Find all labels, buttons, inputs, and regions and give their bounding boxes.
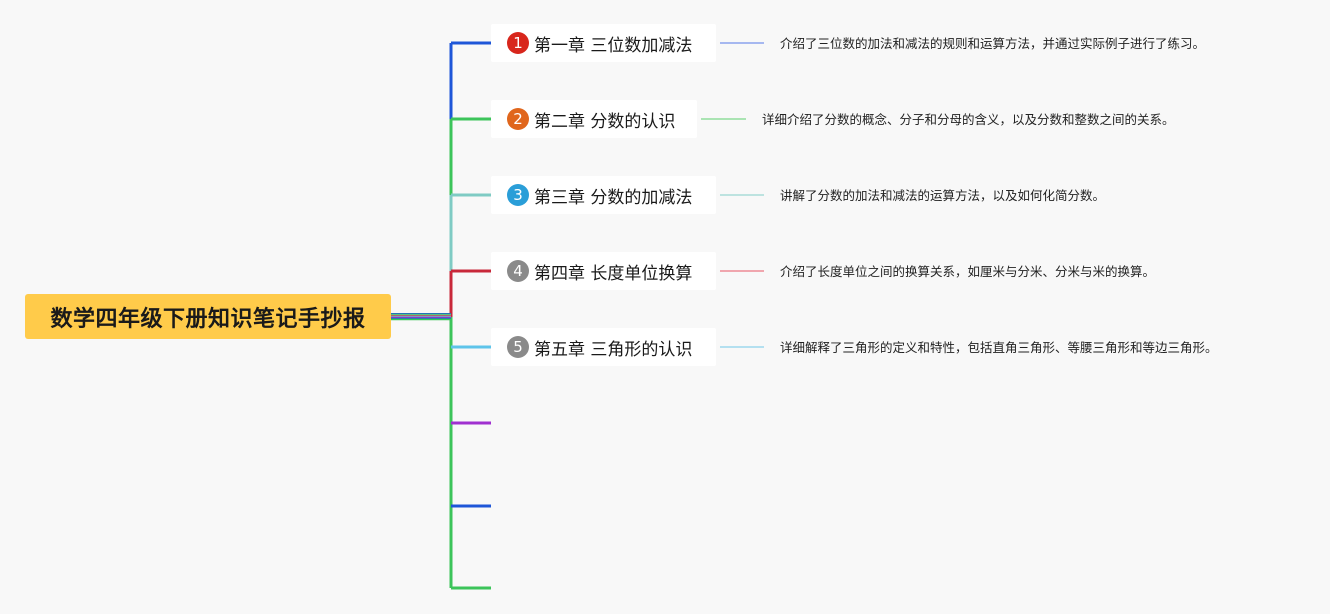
topic-description-3[interactable]: 讲解了分数的加法和减法的运算方法，以及如何化简分数。 [780, 188, 1106, 203]
topic-node-5[interactable]: 5 第五章 三角形的认识 [491, 328, 716, 366]
topic-title-4: 第四章 长度单位换算 [534, 263, 693, 284]
topic-number-badge-5: 5 [507, 336, 529, 358]
topic-description-4[interactable]: 介绍了长度单位之间的换算关系，如厘米与分米、分米与米的换算。 [780, 264, 1156, 279]
topic-node-3[interactable]: 3 第三章 分数的加减法 [491, 176, 716, 214]
topic-number-badge-3: 3 [507, 184, 529, 206]
topic-title-5: 第五章 三角形的认识 [534, 339, 693, 360]
topic-description-5[interactable]: 详细解释了三角形的定义和特性，包括直角三角形、等腰三角形和等边三角形。 [780, 340, 1218, 355]
central-topic[interactable]: 数学四年级下册知识笔记手抄报 [25, 294, 391, 339]
topic-number-badge-1: 1 [507, 32, 529, 54]
topic-title-1: 第一章 三位数加减法 [534, 35, 693, 56]
topic-node-1[interactable]: 1 第一章 三位数加减法 [491, 24, 716, 62]
topic-number-badge-4: 4 [507, 260, 529, 282]
topic-title-3: 第三章 分数的加减法 [534, 187, 693, 208]
topic-node-2[interactable]: 2 第二章 分数的认识 [491, 100, 697, 138]
central-topic-label: 数学四年级下册知识笔记手抄报 [50, 306, 366, 332]
topic-description-2[interactable]: 详细介绍了分数的概念、分子和分母的含义，以及分数和整数之间的关系。 [762, 112, 1175, 127]
topic-title-2: 第二章 分数的认识 [534, 111, 676, 132]
topic-number-badge-2: 2 [507, 108, 529, 130]
topic-node-4[interactable]: 4 第四章 长度单位换算 [491, 252, 716, 290]
topic-description-1[interactable]: 介绍了三位数的加法和减法的规则和运算方法，并通过实际例子进行了练习。 [780, 36, 1206, 51]
